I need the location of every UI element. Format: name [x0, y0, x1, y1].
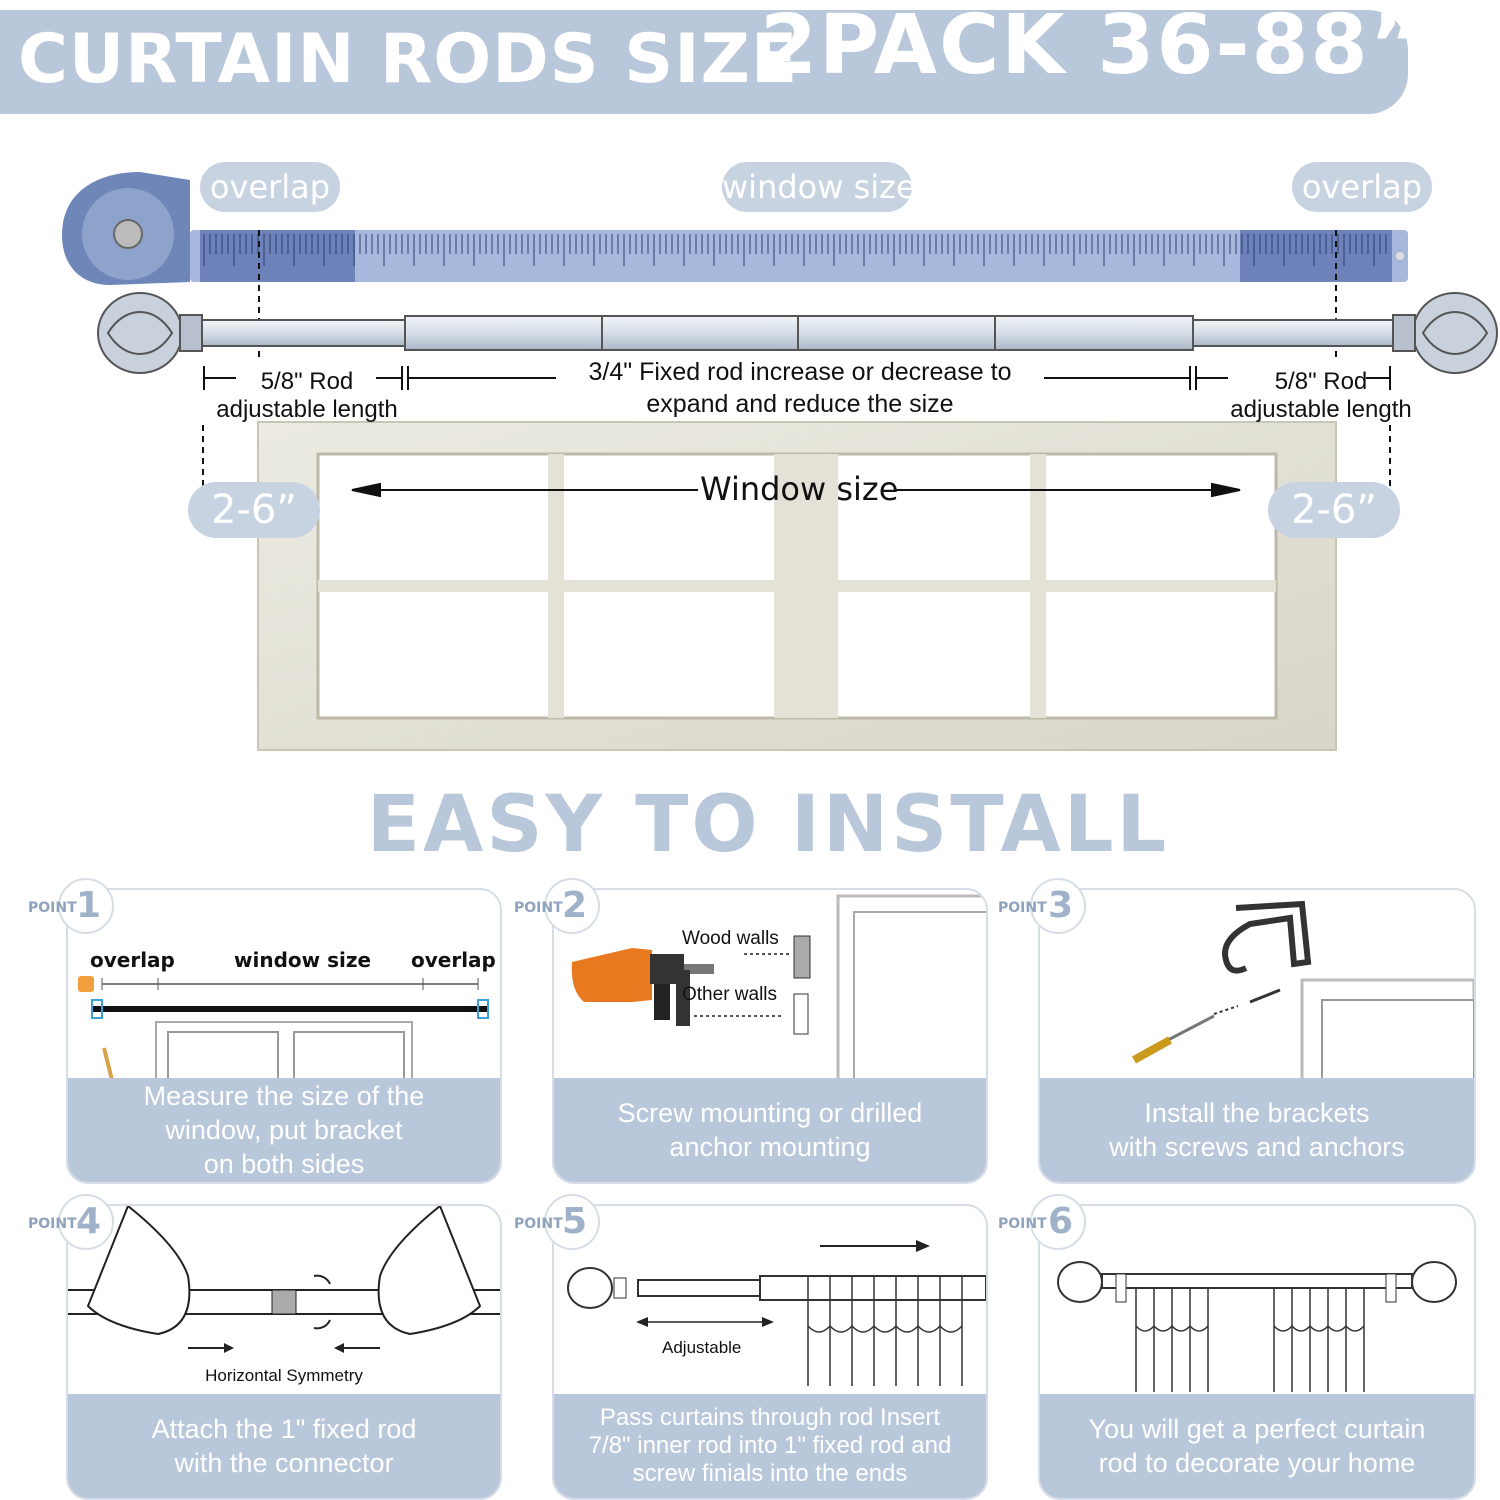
step1-point-word: POINT	[28, 900, 77, 916]
curtain-rod-icon	[97, 292, 1498, 374]
wood-walls-label: Wood walls	[682, 928, 779, 949]
bracket-illustration	[1132, 900, 1474, 1080]
gap-right-label: 2-6”	[1268, 482, 1400, 538]
step6-number: 6	[1048, 1201, 1074, 1242]
step-card-3: Install the brackets with screws and anc…	[1038, 888, 1476, 1184]
window-size-label: window size	[722, 162, 916, 212]
step3-point-word: POINT	[998, 900, 1047, 916]
step-card-4: Horizontal Symmetry Attach the 1" fixed …	[66, 1204, 502, 1500]
step1-caption: Measure the size of the window, put brac…	[68, 1078, 500, 1182]
curtain-insert-illustration	[567, 1240, 986, 1386]
connect-rod-illustration	[68, 1206, 500, 1353]
step5-badge	[544, 1194, 600, 1250]
step1-number: 1	[76, 885, 102, 926]
step2-caption: Screw mounting or drilled anchor mountin…	[554, 1078, 986, 1182]
step5-caption: Pass curtains through rod Insert 7/8" in…	[554, 1394, 986, 1498]
step-card-5: Adjustable Pass curtains through rod Ins…	[552, 1204, 988, 1500]
overlap-left-label: overlap	[200, 162, 340, 212]
step-card-6: You will get a perfect curtain rod to de…	[1038, 1204, 1476, 1500]
install-section-title: EASY TO INSTALL	[366, 780, 1170, 870]
window-illustration	[257, 421, 1337, 751]
step1-overlap-left: overlap	[90, 948, 175, 972]
step5-number: 5	[562, 1201, 588, 1242]
step3-badge	[1030, 878, 1086, 934]
step1-badge	[58, 878, 114, 934]
step4-caption: Attach the 1" fixed rod with the connect…	[68, 1394, 500, 1498]
adjustable-label: Adjustable	[662, 1338, 742, 1357]
window-size-arrow-label: Window size	[700, 470, 899, 508]
step3-caption: Install the brackets with screws and anc…	[1040, 1078, 1474, 1182]
step4-point-word: POINT	[28, 1216, 77, 1232]
step5-point-word: POINT	[514, 1216, 563, 1232]
step3-number: 3	[1048, 885, 1074, 926]
step2-number: 2	[562, 885, 588, 926]
step6-point-word: POINT	[998, 1216, 1047, 1232]
step1-window-size: window size	[234, 948, 372, 972]
step-card-1: overlap window size overlap Measure the …	[66, 888, 502, 1184]
measure-illustration	[78, 976, 489, 1080]
drill-illustration	[571, 894, 986, 1080]
step2-point-word: POINT	[514, 900, 563, 916]
symmetry-label: Horizontal Symmetry	[205, 1366, 363, 1385]
tape-measure-icon	[62, 172, 1408, 285]
finished-curtain-illustration	[1057, 1261, 1457, 1392]
step4-badge	[58, 1194, 114, 1250]
step-card-2: Wood walls Other walls Screw mounting or…	[552, 888, 988, 1184]
step2-badge	[544, 878, 600, 934]
other-walls-label: Other walls	[682, 984, 778, 1005]
pack-size-title: 2PACK 36-88”	[760, 0, 1426, 93]
step4-number: 4	[76, 1201, 102, 1242]
step6-badge	[1030, 1194, 1086, 1250]
header-bar	[0, 10, 1408, 114]
gap-left-label: 2-6”	[188, 482, 320, 538]
rod-size-diagram	[62, 172, 1498, 751]
step6-caption: You will get a perfect curtain rod to de…	[1040, 1394, 1474, 1498]
step1-overlap-right: overlap	[411, 948, 496, 972]
overlap-right-label: overlap	[1292, 162, 1432, 212]
page-title: CURTAIN RODS SIZE	[18, 20, 799, 99]
